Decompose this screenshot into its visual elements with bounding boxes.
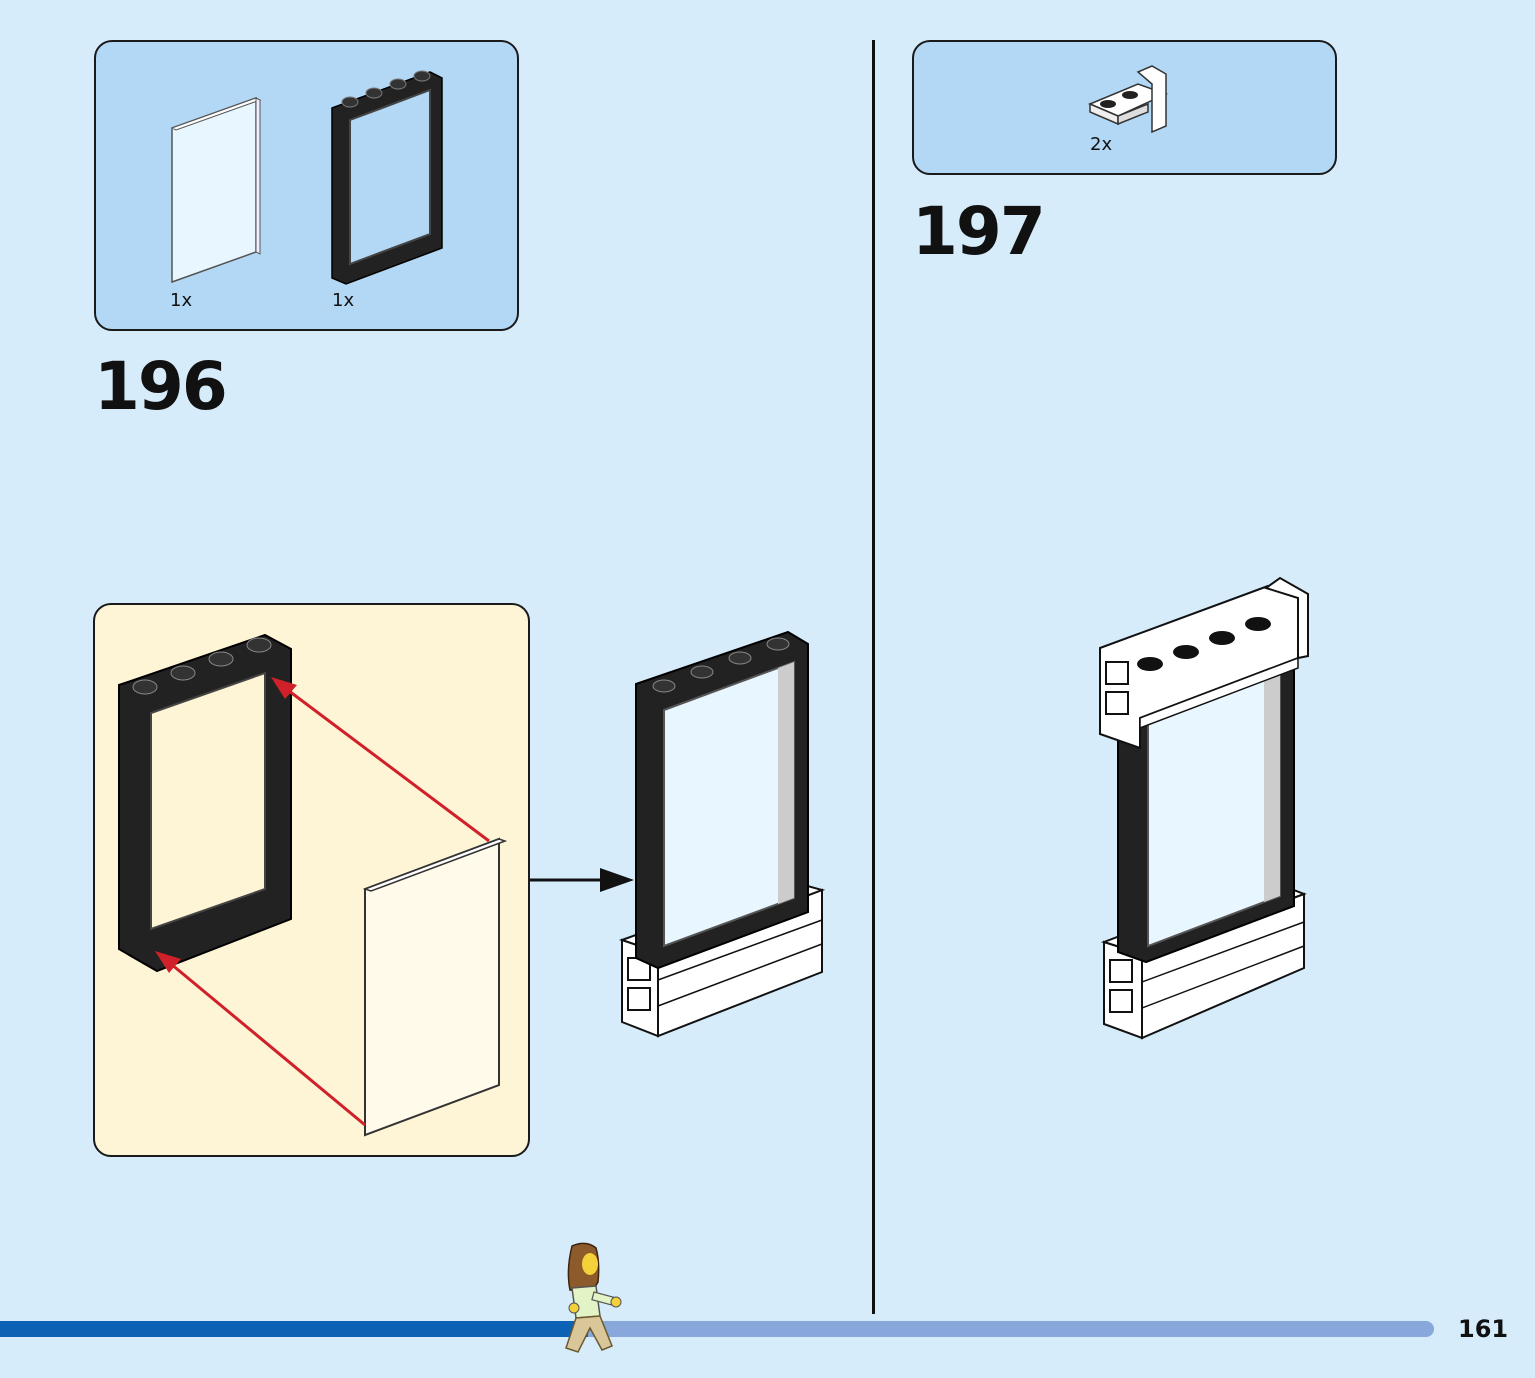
- step-number-197: 197: [912, 193, 1046, 270]
- parts-box-step-197: 2x: [912, 40, 1337, 175]
- sub-step-callout: [93, 603, 530, 1157]
- window-on-base-assembly-icon: [618, 630, 826, 1038]
- step-number-196: 196: [94, 348, 228, 425]
- part-quantity: 1x: [332, 290, 355, 311]
- part-quantity: 1x: [170, 290, 193, 311]
- bracket-plate-icon: [1088, 65, 1168, 134]
- step-divider: [872, 40, 875, 1314]
- window-with-brackets-assembly-icon: [1099, 576, 1309, 1040]
- glass-pane-icon: [170, 96, 262, 284]
- part-quantity: 2x: [1090, 134, 1113, 155]
- minifigure-icon: [565, 1242, 622, 1353]
- parts-box-step-196: 1x 1x: [94, 40, 519, 331]
- window-frame-icon: [331, 70, 443, 285]
- progress-bar: [0, 1321, 1434, 1337]
- window-frame-assembly-icon: [118, 633, 508, 1137]
- page-number: 161: [1458, 1315, 1509, 1343]
- arrow-icon: [530, 868, 634, 892]
